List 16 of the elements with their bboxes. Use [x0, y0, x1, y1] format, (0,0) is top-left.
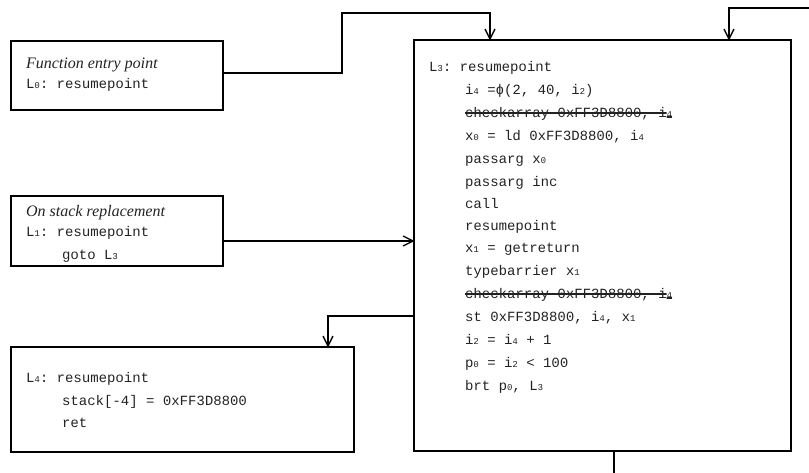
code-block-box [10, 195, 224, 267]
code-line: call [465, 196, 499, 215]
code-block-box [10, 40, 224, 111]
code-line: resumepoint [465, 218, 558, 237]
code-block-box [10, 346, 355, 453]
code-line: ret [62, 415, 88, 434]
heading-text: Function entry point [26, 54, 158, 74]
heading-text: On stack replacement [26, 202, 165, 222]
arrow [723, 7, 809, 40]
arrow [224, 12, 496, 74]
connector-line [613, 452, 615, 473]
code-line: passarg inc [465, 174, 558, 193]
arrow [224, 235, 414, 247]
arrow [322, 315, 413, 347]
code-line: stack[-4] = 0xFF3D8800 [62, 393, 247, 412]
code-block-box [413, 39, 792, 452]
